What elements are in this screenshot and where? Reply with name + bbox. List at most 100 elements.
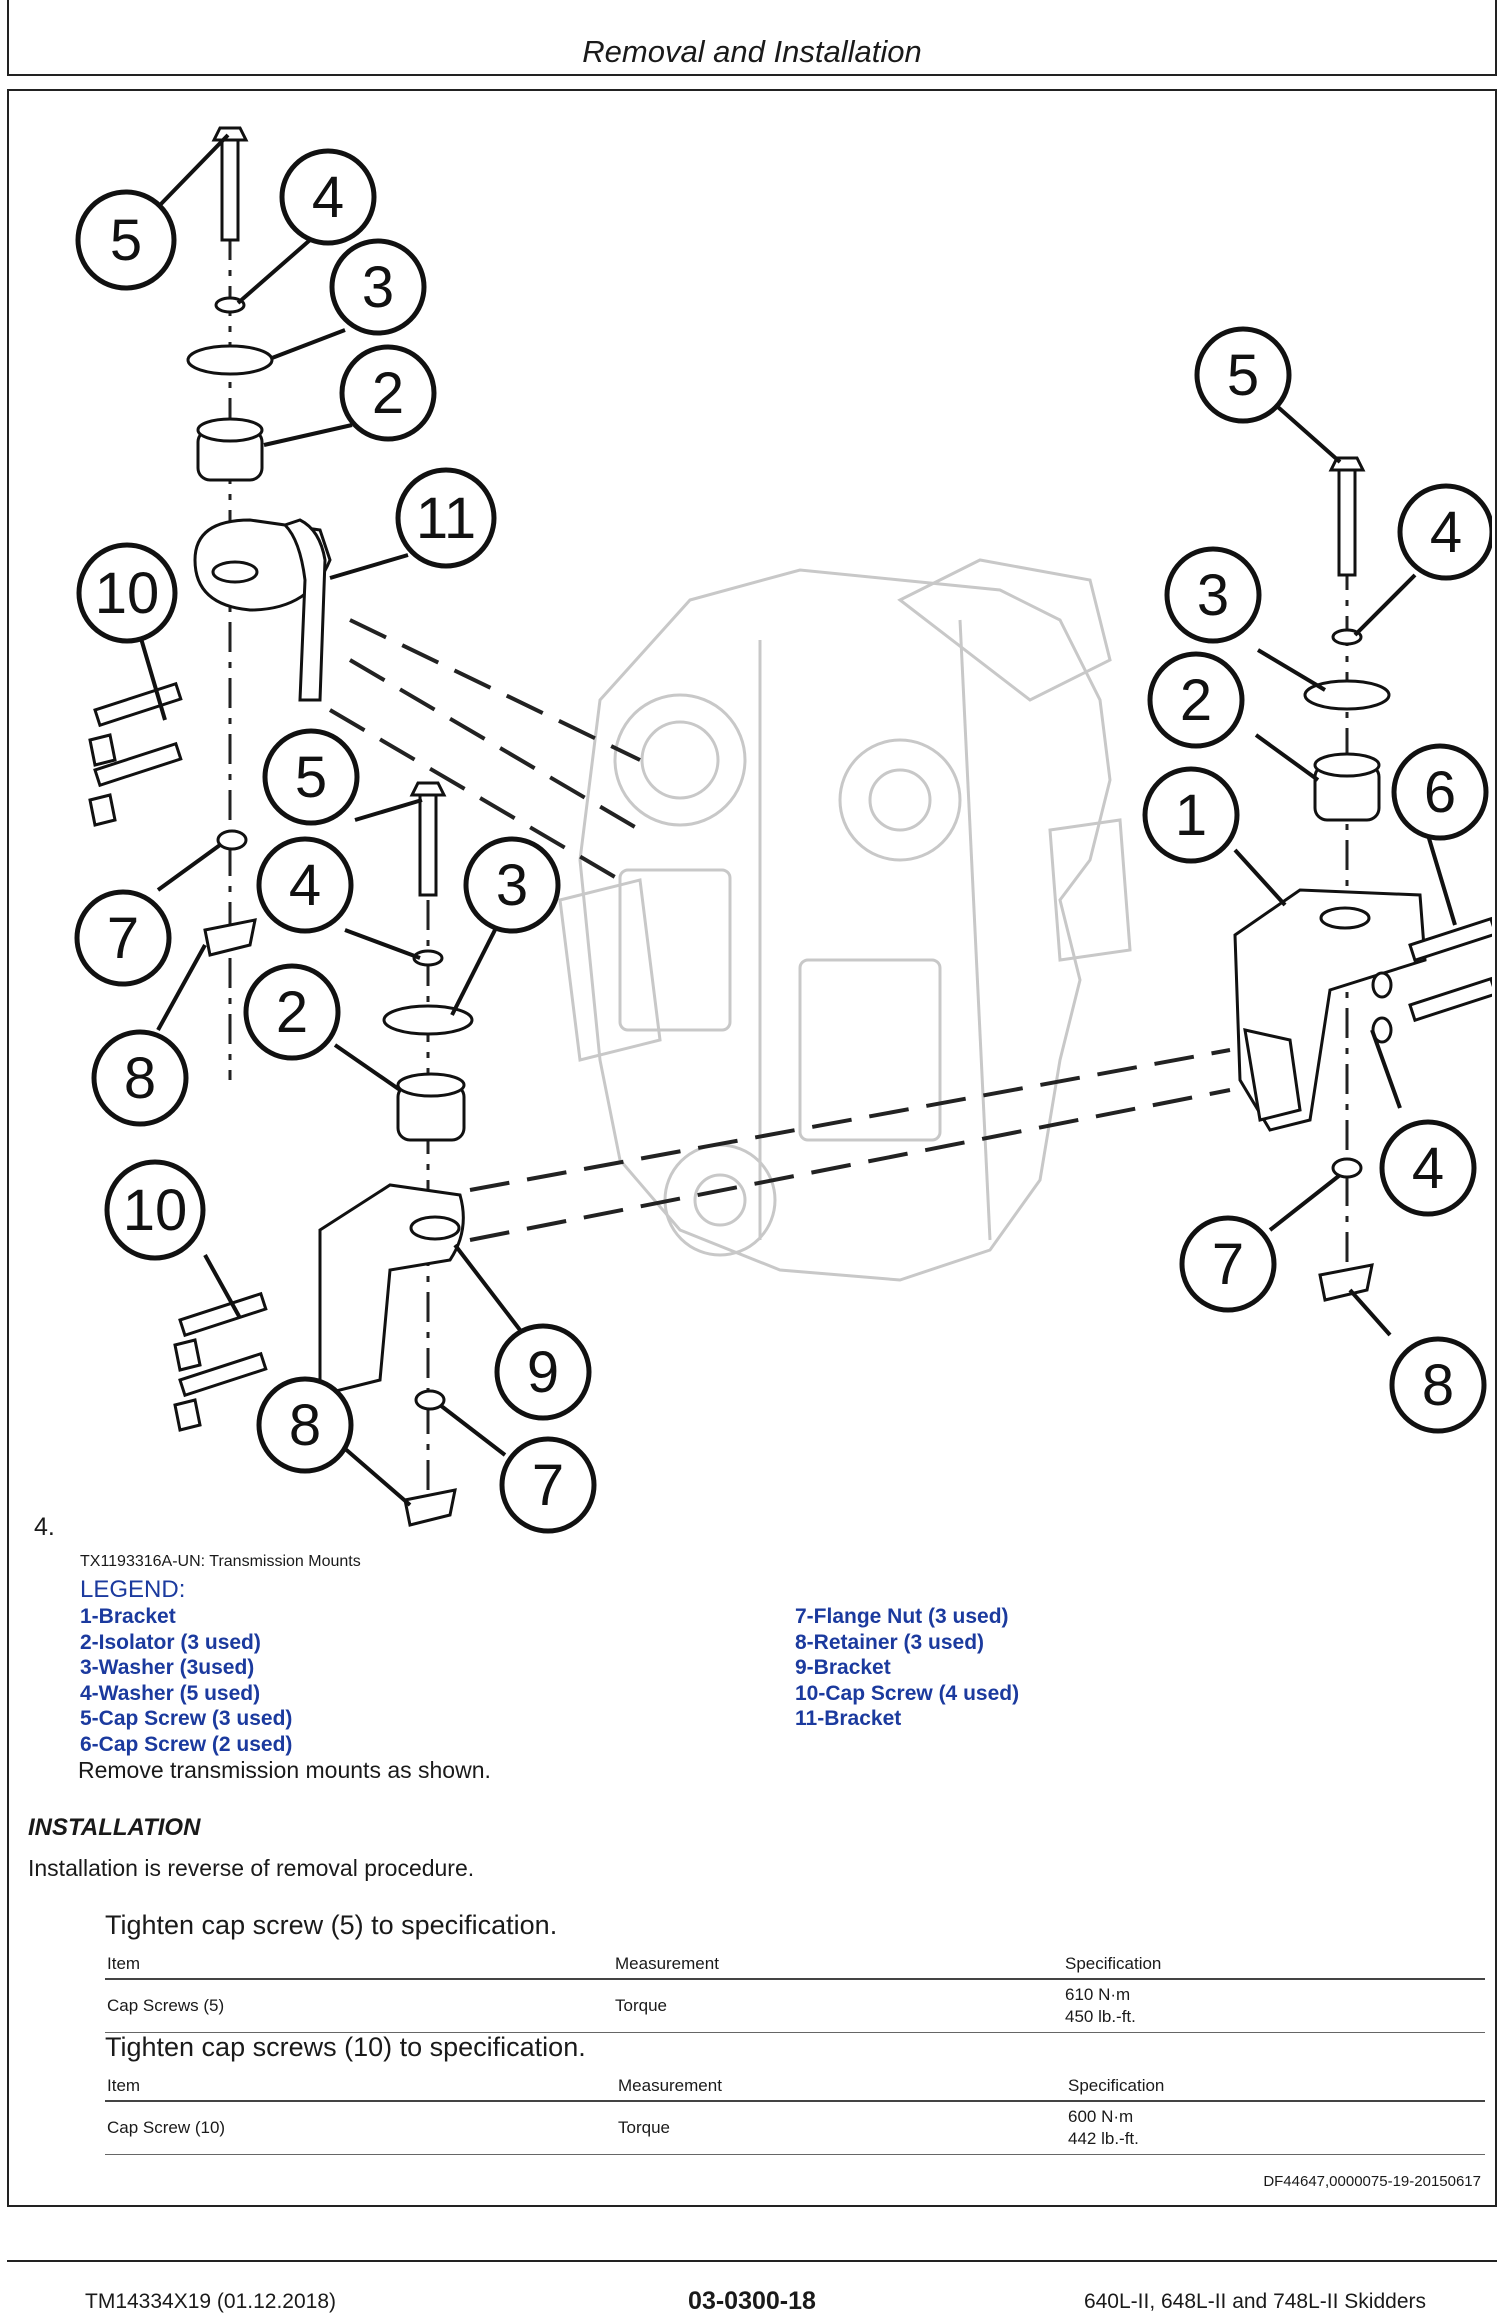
- callout-5-left-top: 5: [75, 189, 177, 291]
- installation-text: Installation is reverse of removal proce…: [28, 1855, 475, 1881]
- removal-note: Remove transmission mounts as shown.: [78, 1757, 491, 1783]
- callout-3-left-top: 3: [329, 238, 427, 336]
- column-header-measurement: Measurement: [615, 1954, 719, 1973]
- svg-text:4: 4: [289, 853, 321, 918]
- svg-text:1: 1: [1175, 783, 1207, 848]
- svg-text:7: 7: [1212, 1232, 1244, 1297]
- svg-text:11: 11: [416, 486, 476, 551]
- svg-text:3: 3: [496, 853, 528, 918]
- svg-text:10: 10: [123, 1178, 188, 1243]
- callout-10-left-top: 10: [76, 542, 178, 644]
- transmission-housing: [558, 558, 1132, 1282]
- svg-text:5: 5: [1227, 343, 1259, 408]
- legend-item: 9-Bracket: [795, 1656, 891, 1679]
- callout-5-left-lower: 5: [262, 728, 360, 826]
- callout-11: 11: [395, 467, 497, 569]
- column-header-specification: Specification: [1065, 1954, 1162, 1973]
- cell-item: Cap Screw (10): [107, 2118, 226, 2137]
- svg-text:8: 8: [124, 1046, 156, 1111]
- callout-3-left-lower: 3: [463, 836, 561, 934]
- column-header-item: Item: [107, 1954, 141, 1973]
- svg-text:3: 3: [1197, 563, 1229, 628]
- cell-spec-imperial: 450 lb.-ft.: [1065, 2007, 1136, 2026]
- cell-spec-metric: 610 N·m: [1065, 1985, 1131, 2004]
- callout-1: 1: [1142, 766, 1240, 864]
- svg-text:4: 4: [1430, 500, 1462, 565]
- svg-text:4: 4: [1412, 1136, 1444, 1201]
- legend-item: 7-Flange Nut (3 used): [795, 1605, 1009, 1628]
- callout-3-right: 3: [1164, 546, 1262, 644]
- column-header-measurement: Measurement: [618, 2076, 722, 2095]
- svg-text:4: 4: [312, 165, 344, 230]
- header-title: Removal and Installation: [582, 34, 922, 69]
- svg-text:8: 8: [289, 1393, 321, 1458]
- svg-text:6: 6: [1424, 760, 1456, 825]
- callout-9: 9: [494, 1323, 592, 1421]
- legend-left-column: 1-Bracket 2-Isolator (3 used) 3-Washer (…: [80, 1604, 292, 1757]
- figure-caption: TX1193316A-UN: Transmission Mounts: [80, 1553, 361, 1570]
- legend-item: 4-Washer (5 used): [80, 1681, 261, 1705]
- svg-text:2: 2: [1180, 668, 1212, 733]
- table-rule: [105, 2100, 1485, 2102]
- table-rule: [105, 1978, 1485, 1980]
- callout-4-right-lower: 4: [1379, 1119, 1477, 1217]
- callout-4-right-top: 4: [1397, 483, 1492, 581]
- svg-text:5: 5: [110, 208, 142, 273]
- cell-spec-imperial: 442 lb.-ft.: [1068, 2129, 1139, 2148]
- footer-rule: [7, 2260, 1497, 2262]
- callout-8-left-top: 8: [91, 1029, 189, 1127]
- svg-text:10: 10: [95, 561, 160, 626]
- document-id: DF44647,0000075-19-20150617: [1263, 2173, 1481, 2190]
- legend-item: 5-Cap Screw (3 used): [80, 1707, 293, 1730]
- svg-text:7: 7: [107, 906, 139, 971]
- legend-right-column: 7-Flange Nut (3 used) 8-Retainer (3 used…: [795, 1604, 1019, 1732]
- callout-2-left-lower: 2: [243, 963, 341, 1061]
- svg-text:2: 2: [372, 361, 404, 426]
- cell-measurement: Torque: [615, 1996, 667, 2015]
- content-frame: [7, 89, 1497, 2207]
- legend-item: 8-Retainer (3 used): [795, 1630, 985, 1654]
- callout-7-left-lower: 7: [499, 1436, 597, 1534]
- callout-5-right: 5: [1194, 326, 1292, 424]
- spec-title-cap-screw-5: Tighten cap screw (5) to specification.: [105, 1910, 558, 1940]
- callout-balloons: 5 4 3 2 11 10 7 8 5 4 3 2 10 9 8 7 5 4 3…: [74, 148, 1492, 1534]
- svg-text:2: 2: [276, 980, 308, 1045]
- leader-lines: [138, 133, 1457, 1507]
- table-rule: [105, 2032, 1485, 2033]
- footer-models: 640L-II, 648L-II and 748L-II Skidders: [1083, 2290, 1426, 2313]
- column-header-item: Item: [107, 2076, 141, 2095]
- svg-text:7: 7: [532, 1453, 564, 1518]
- installation-heading: INSTALLATION: [28, 1814, 201, 1841]
- callout-4-left-lower: 4: [256, 836, 354, 934]
- legend-item: 1-Bracket: [80, 1605, 176, 1628]
- callout-7-right: 7: [1179, 1215, 1277, 1313]
- legend-title: LEGEND:: [80, 1576, 186, 1603]
- table-rule: [105, 2154, 1485, 2155]
- legend-item: 11-Bracket: [795, 1707, 902, 1730]
- svg-text:3: 3: [362, 255, 394, 320]
- callout-2-right: 2: [1147, 651, 1245, 749]
- cell-spec-metric: 600 N·m: [1068, 2107, 1134, 2126]
- column-header-specification: Specification: [1068, 2076, 1165, 2095]
- step-number: 4.: [34, 1513, 55, 1541]
- spec-title-cap-screw-10: Tighten cap screws (10) to specification…: [105, 2032, 586, 2062]
- alignment-lines: [328, 618, 1231, 1242]
- callout-10-left-lower: 10: [104, 1159, 206, 1261]
- svg-text:9: 9: [527, 1340, 559, 1405]
- legend-item: 3-Washer (3used): [80, 1656, 255, 1679]
- callout-2-left-top: 2: [339, 344, 437, 442]
- footer-page-number: 03-0300-18: [688, 2287, 816, 2315]
- callout-8-left-lower: 8: [256, 1376, 354, 1474]
- legend-item: 6-Cap Screw (2 used): [80, 1732, 293, 1756]
- page-header: Removal and Installation: [7, 0, 1497, 76]
- svg-text:5: 5: [295, 745, 327, 810]
- callout-4-left-top: 4: [279, 148, 377, 246]
- legend-item: 10-Cap Screw (4 used): [795, 1681, 1020, 1705]
- footer-manual-id: TM14334X19 (01.12.2018): [85, 2290, 337, 2313]
- callout-6: 6: [1391, 743, 1489, 841]
- cell-measurement: Torque: [618, 2118, 670, 2137]
- callout-8-right: 8: [1389, 1336, 1487, 1434]
- left-upper-mount-stack: [88, 126, 332, 957]
- legend-item: 2-Isolator (3 used): [80, 1630, 261, 1654]
- transmission-mounts-illustration: 5 4 3 2 11 10 7 8 5 4 3 2 10 9 8 7 5 4 3…: [74, 126, 1492, 1534]
